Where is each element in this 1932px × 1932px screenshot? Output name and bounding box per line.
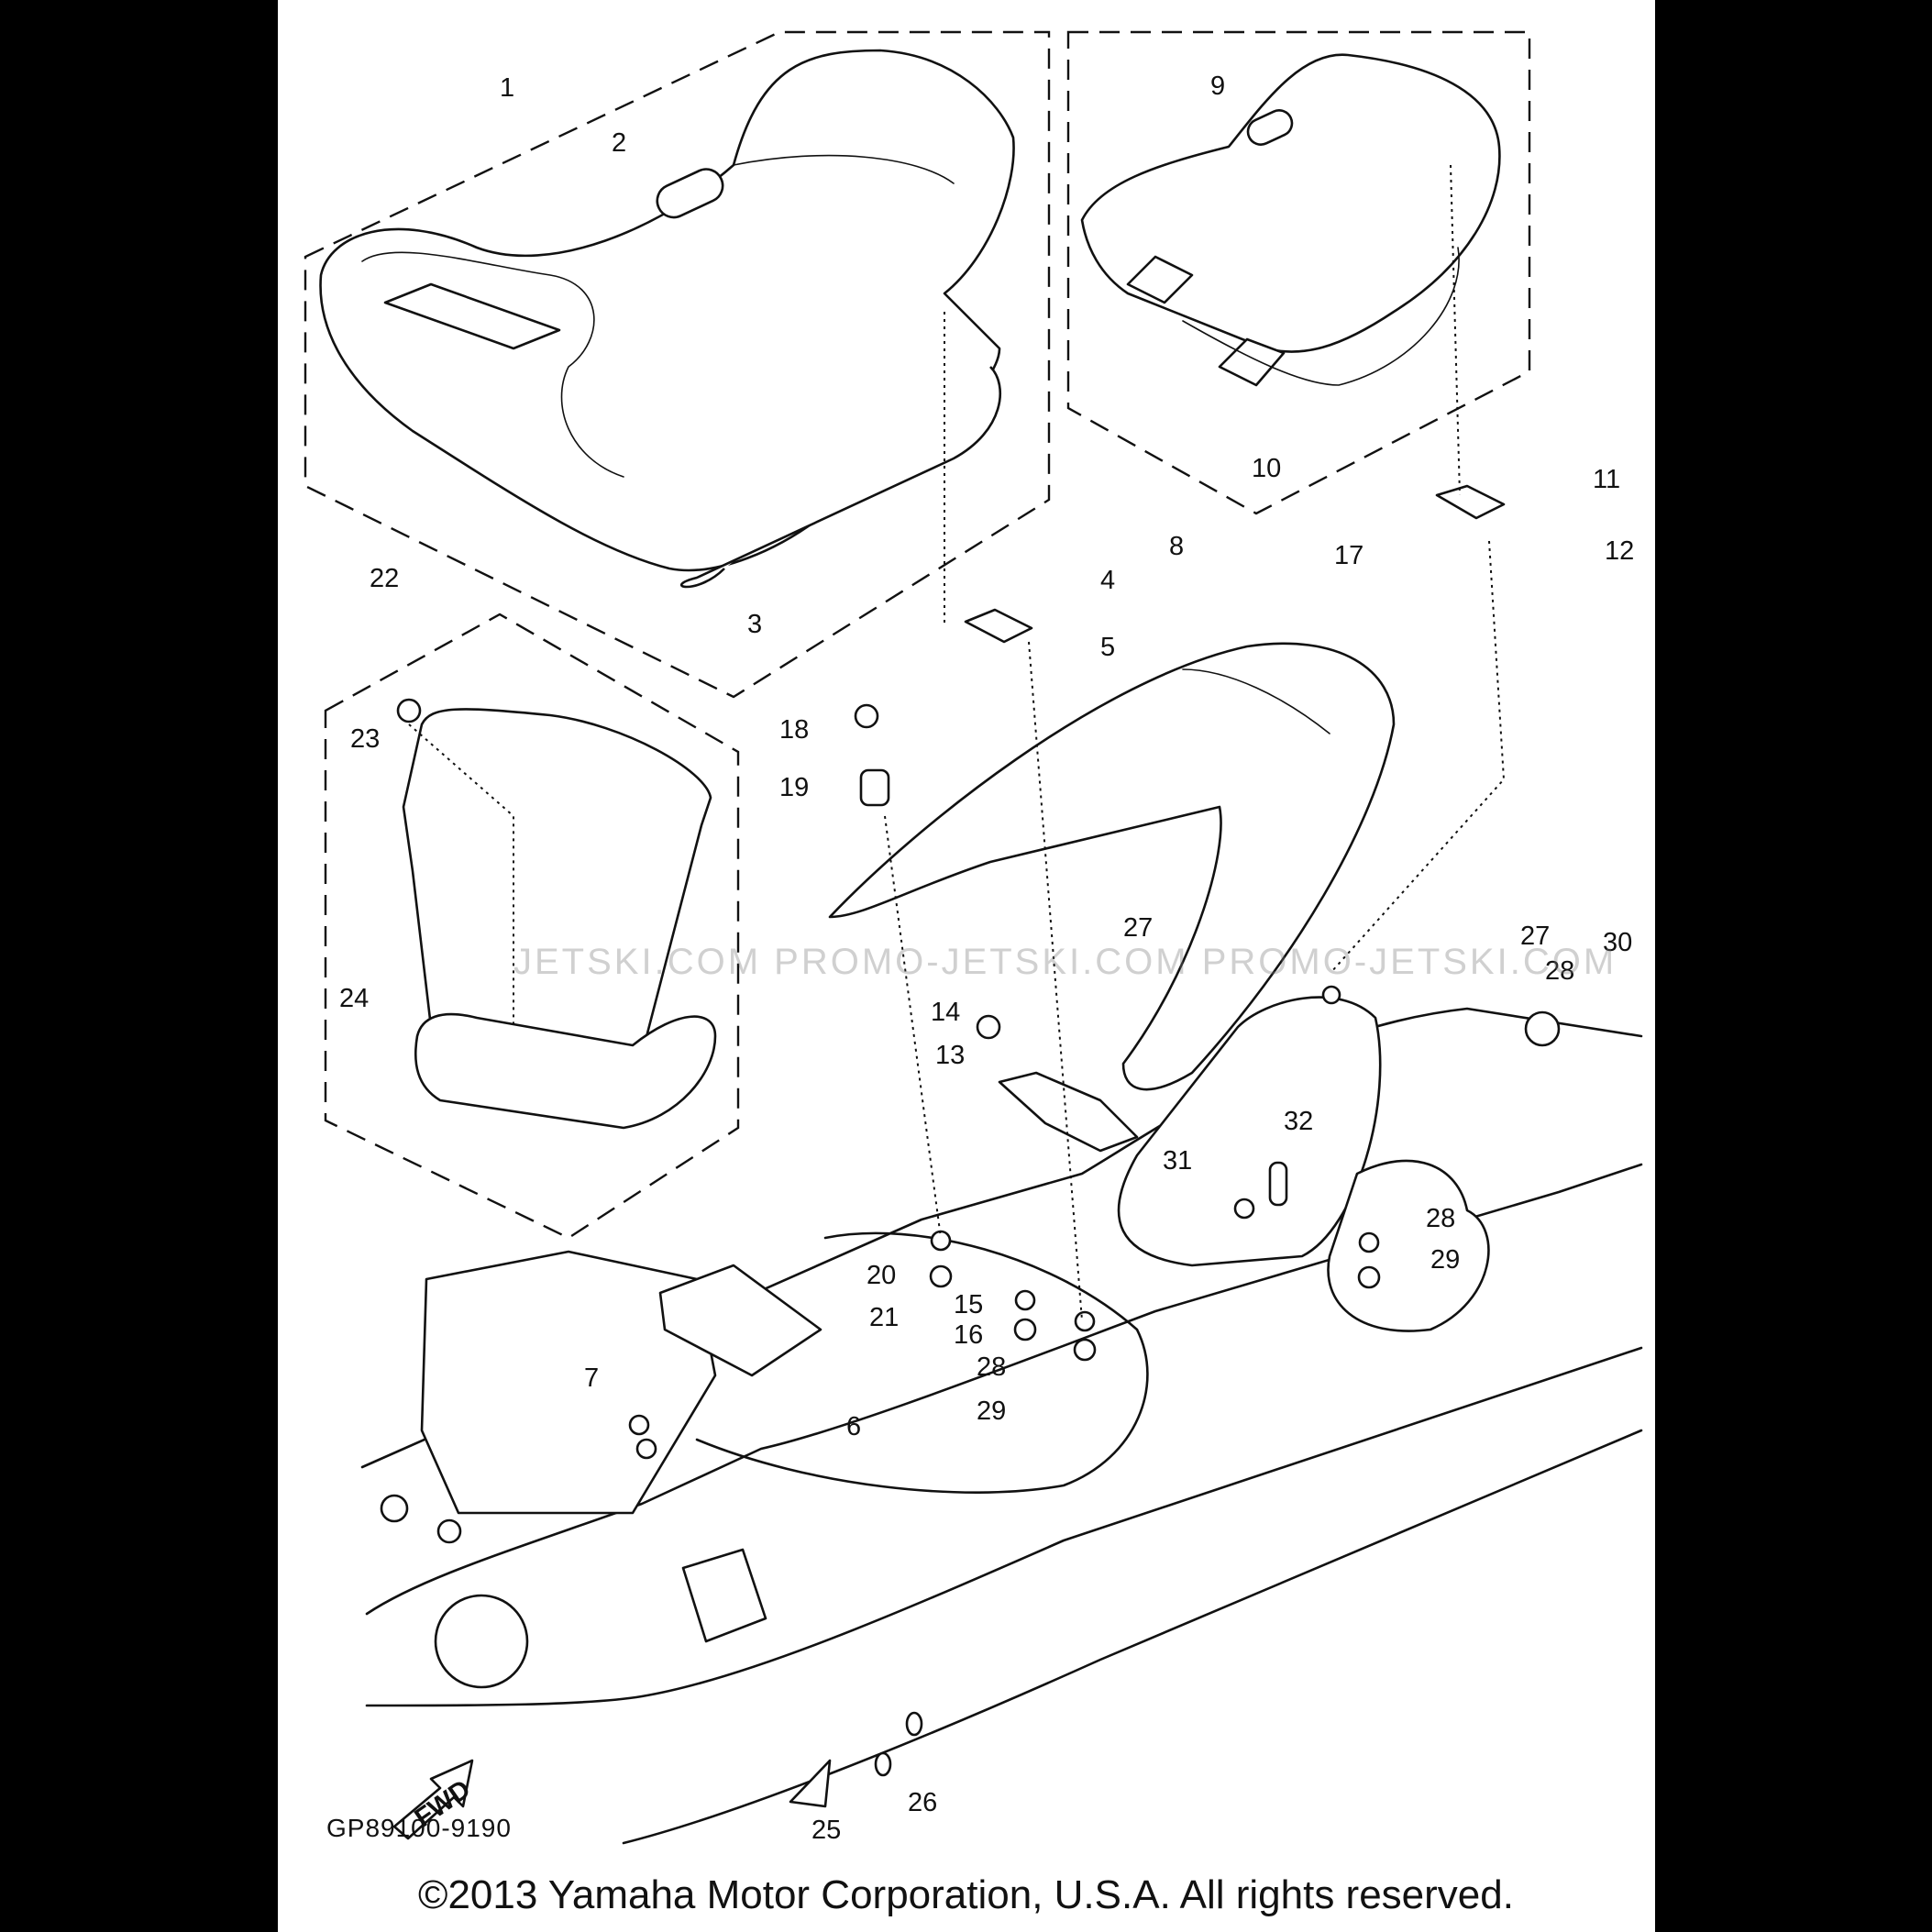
bin-rivet [396,698,422,723]
seat-front [319,49,1015,572]
collar-21 [859,768,890,807]
storage-bin-gasket [414,1012,717,1130]
seat-front-latch [383,282,561,350]
washer-28-lower [1358,1231,1380,1253]
callout-1: 1 [500,73,514,103]
nut-29-lower [1357,1265,1381,1289]
washer-28-mid [1074,1310,1096,1332]
callout-20: 20 [867,1261,896,1290]
callout-23: 23 [350,724,380,754]
seat-rear [1080,53,1501,353]
deck-plug-b [905,1711,923,1737]
callout-29: 29 [977,1397,1006,1426]
nut-20 [929,1264,953,1288]
callout-25: 25 [811,1816,841,1845]
cup-holder [434,1594,529,1689]
callout-21: 21 [869,1303,899,1332]
seat-frame [828,642,1396,1091]
callout-26: 26 [908,1788,937,1817]
console-panel [658,1264,822,1377]
fwd-arrow-icon [392,1759,474,1840]
deck-decal-triangle [789,1759,832,1808]
callout-10: 10 [1252,454,1281,483]
callout-12: 12 [1605,536,1634,566]
callout-19: 19 [779,773,809,802]
callout-28: 28 [1545,956,1574,986]
seat-rear-latch-right [1218,337,1286,387]
u-bolt-30 [1524,1010,1561,1047]
callout-15: 15 [954,1290,983,1319]
deck-middle-edge [365,1163,1643,1616]
callout-8: 8 [1169,532,1184,561]
console-post-3 [436,1518,462,1544]
callout-3: 3 [747,610,762,639]
seat-front-gasket [680,366,1002,589]
group-outline-seat-rear [1066,30,1531,515]
seat-frame-inner [1182,668,1330,734]
callout-18: 18 [779,715,809,745]
console-post-2 [380,1494,409,1523]
seat-rear-handle [1246,109,1294,146]
nut-29-mid [1073,1338,1097,1362]
drawing-code: GP89100-9190 [326,1814,512,1842]
washer-19 [930,1230,952,1252]
hinge-bracket-4 [964,608,1033,644]
footwell-outline [695,1231,1149,1494]
callout-13: 13 [935,1041,965,1070]
deck-block [681,1548,767,1643]
deck-lower-edge [365,1346,1643,1707]
washer-28-upper [1321,985,1341,1005]
hull-side-edge [622,1429,1643,1845]
plate-32 [1268,1161,1288,1207]
callout-4: 4 [1100,566,1115,595]
seat-rear-gasket [1182,247,1460,386]
callout-6: 6 [846,1412,861,1441]
callout-9: 9 [1210,72,1225,101]
rear-deck-pocket [1327,1159,1490,1332]
seat-front-inner-rim [361,251,624,478]
callout-24: 24 [339,984,369,1013]
callout-11: 11 [1593,465,1620,494]
callout-7: 7 [584,1363,599,1393]
console-post [635,1438,657,1460]
callout-22: 22 [370,564,399,593]
bolt-7 [628,1414,650,1436]
group-outline-seat-front [304,30,1051,699]
callout-16: 16 [954,1320,983,1350]
callout-17: 17 [1334,541,1363,570]
nut-31 [1233,1198,1255,1220]
callout-27: 27 [1123,913,1153,943]
callout-31: 31 [1163,1146,1192,1176]
nut-16 [1013,1318,1037,1341]
callout-29: 29 [1430,1245,1460,1275]
deck-plug-a [874,1751,892,1777]
bolt-18 [854,703,879,729]
assembly-line-c [1028,641,1083,1321]
copyright-notice: ©2013 Yamaha Motor Corporation, U.S.A. A… [418,1872,1514,1917]
callout-14: 14 [931,998,960,1027]
callout-27: 27 [1520,922,1550,951]
bolt-14 [976,1014,1001,1040]
callout-2: 2 [612,128,626,158]
callout-32: 32 [1284,1107,1313,1136]
hinge-bracket-11 [1435,484,1506,520]
latch-bracket-13 [998,1071,1139,1153]
callout-30: 30 [1603,928,1632,957]
assembly-line-e [1330,540,1506,973]
watermark: JETSKI.COM PROMO-JETSKI.COM PROMO-JETSKI… [513,942,1617,982]
assembly-line-d [884,815,942,1239]
group-outline-storage-bin [324,613,740,1240]
seat-front-handle [656,168,724,219]
seat-front-seam [733,154,955,184]
washer-15 [1014,1289,1036,1311]
callout-5: 5 [1100,633,1115,662]
seat-rear-latch-left [1126,255,1194,304]
assembly-line-f [408,723,514,1027]
callout-28: 28 [977,1352,1006,1382]
callout-28: 28 [1426,1204,1455,1233]
